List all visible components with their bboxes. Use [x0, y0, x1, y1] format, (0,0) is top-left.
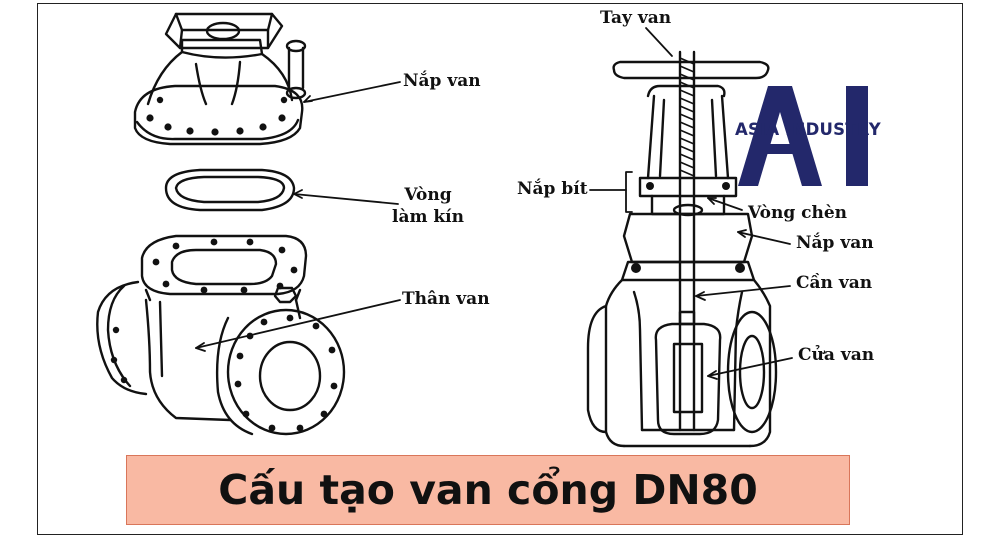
caption-title: Cấu tạo van cổng DN80	[218, 466, 758, 514]
label-nap-van-right: Nắp van	[796, 233, 874, 253]
label-can-van: Cần van	[796, 273, 873, 293]
label-nap-van-left: Nắp van	[403, 71, 481, 91]
asia-industry-logo	[738, 86, 868, 186]
logo-text: ASIA INDUSTRY	[735, 120, 881, 139]
label-than-van: Thân van	[402, 289, 490, 309]
label-cua-van: Cửa van	[798, 345, 875, 365]
label-vong-lam-kin-line2: làm kín	[392, 207, 464, 227]
diagram-frame	[37, 3, 963, 535]
label-tay-van: Tay van	[600, 8, 672, 28]
label-vong-lam-kin-line1: Vòng	[404, 185, 452, 205]
caption-box: Cấu tạo van cổng DN80	[126, 455, 850, 525]
label-nap-bit: Nắp bít	[517, 179, 588, 199]
bonnet-exploded	[133, 12, 307, 146]
label-vong-chen: Vòng chèn	[748, 203, 848, 223]
